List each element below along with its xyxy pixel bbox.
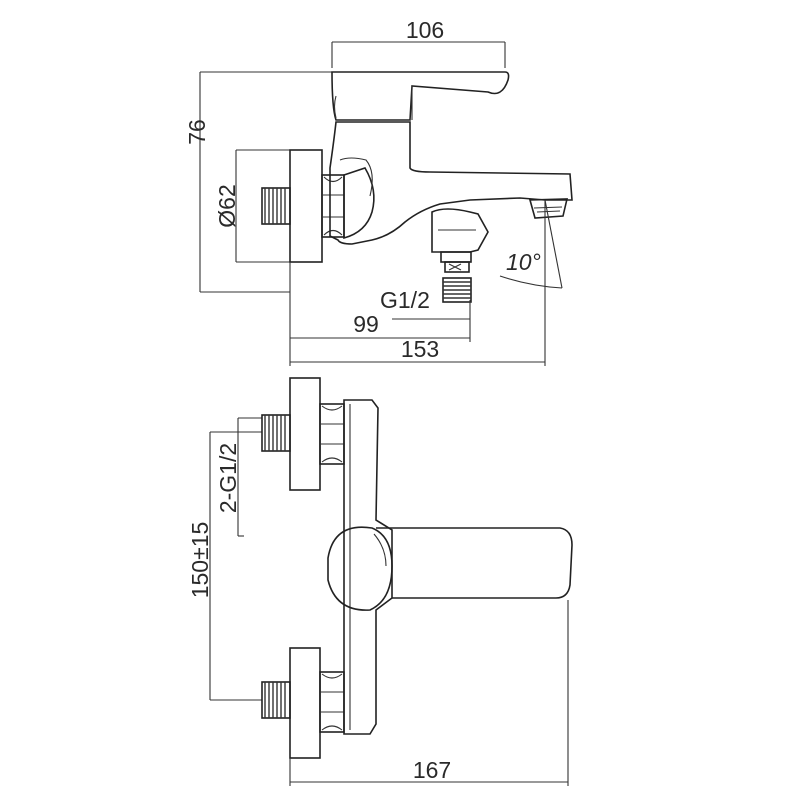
faucet-body — [329, 121, 573, 245]
upper-thread — [261, 414, 291, 452]
diverter-connector — [431, 208, 489, 273]
spout-aerator — [528, 198, 569, 219]
dim-label-thread: G1/2 — [380, 287, 430, 313]
lower-flange — [289, 647, 321, 759]
threaded-connector — [261, 187, 291, 225]
eccentric — [343, 167, 375, 240]
dim-angle: 10° — [499, 199, 563, 289]
dim-thread: G1/2 — [380, 287, 470, 320]
upper-flange — [289, 377, 321, 491]
upper-nut — [319, 403, 345, 465]
handle-front — [327, 526, 393, 611]
side-view: 106 76 Ø62 — [184, 17, 573, 366]
dim-overall-length-side: 153 — [289, 262, 546, 366]
handle-side — [331, 71, 510, 121]
dim-label-centres: 150±15 — [187, 522, 213, 599]
faucet-body-front — [343, 399, 393, 735]
wall-flange — [289, 149, 323, 263]
lower-nut — [319, 671, 345, 733]
dim-label-to-inlet: 99 — [353, 311, 379, 337]
dim-overall-length-front: 167 — [289, 600, 569, 786]
dim-label-overall-length-side: 153 — [401, 336, 439, 362]
dim-label-overall-length-front: 167 — [413, 757, 451, 783]
upper-inlet — [261, 377, 345, 491]
lower-thread — [261, 681, 291, 719]
dim-label-inlets: 2-G1/2 — [215, 443, 241, 513]
outlet-thread — [442, 277, 472, 303]
dim-top-width: 106 — [331, 17, 506, 68]
dim-centres: 150±15 — [187, 431, 262, 701]
dim-inlets: 2-G1/2 — [215, 417, 262, 537]
spout-front — [376, 527, 573, 599]
dim-label-top-width: 106 — [406, 17, 444, 43]
front-view: 2-G1/2 150±15 — [187, 377, 573, 786]
lower-inlet — [261, 647, 345, 759]
dim-height: 76 — [184, 71, 332, 293]
hex-nut — [321, 174, 345, 238]
dim-label-angle: 10° — [506, 249, 541, 275]
dim-label-diameter: Ø62 — [214, 184, 240, 227]
dim-label-height: 76 — [184, 119, 210, 145]
dim-to-inlet: 99 — [290, 300, 471, 342]
dim-diameter: Ø62 — [214, 149, 290, 263]
